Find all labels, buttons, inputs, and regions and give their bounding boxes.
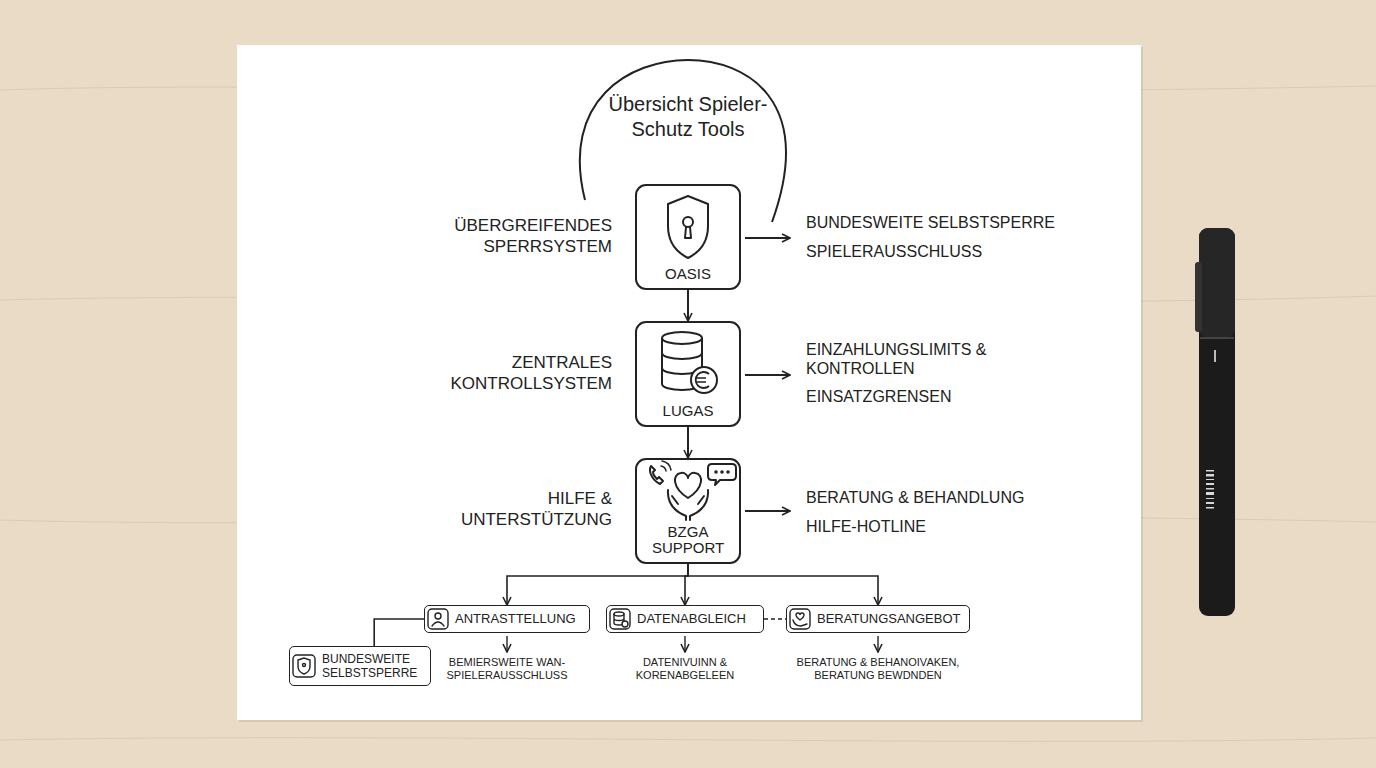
down-arrow	[877, 636, 878, 652]
euro-coin	[691, 367, 717, 393]
pen-body	[1199, 228, 1235, 616]
heart-mini	[796, 613, 804, 620]
process-box: BERATUNGSANGEBOT	[786, 605, 970, 633]
shield-mini	[298, 658, 310, 674]
node-label: BZGA SUPPORT	[643, 524, 733, 556]
annotation-label: HILFE-HOTLINE	[806, 517, 926, 537]
heart	[675, 473, 701, 498]
person-icon	[435, 613, 441, 619]
process-box: ANTRASTTELLUNG	[424, 605, 590, 633]
process-box: BUNDESWEITE SELBSTSPERRE	[289, 646, 431, 686]
node-label: ANTRASTTELLUNG	[455, 612, 576, 626]
pen-barcode	[1206, 470, 1214, 509]
support-icon	[650, 461, 736, 520]
chat-dot	[721, 471, 723, 473]
icon-frame	[428, 609, 448, 629]
barcode-bar	[1206, 474, 1214, 477]
person-icon	[432, 622, 444, 626]
barcode-bar	[1206, 498, 1214, 499]
system-box: OASIS	[635, 184, 741, 290]
phone-waves	[661, 461, 671, 471]
euro-sign	[697, 378, 706, 382]
icon-frame	[293, 655, 315, 677]
chat-dot	[727, 471, 729, 473]
barcode-bar	[1206, 502, 1214, 504]
finger	[672, 496, 704, 504]
connector-arrow	[687, 427, 689, 458]
side-arrow	[745, 510, 790, 512]
diagram-title: Übersicht Spieler-Schutz Tools	[608, 92, 768, 142]
database-mini	[622, 621, 628, 627]
hand-mini	[793, 620, 807, 626]
barcode-bar	[1206, 488, 1214, 490]
system-box: LUGAS	[635, 321, 741, 427]
shield-outline	[668, 196, 708, 258]
annotation-label: SPIELERAUSSCHLUSS	[806, 242, 982, 262]
detail-text: BERATUNG & BEHANOIVAKEN, BERATUNG BEWDND…	[778, 656, 978, 682]
chat-dot	[715, 471, 717, 473]
node-label: BERATUNGSANGEBOT	[817, 612, 961, 626]
pen-clip	[1195, 262, 1202, 332]
database-top	[662, 332, 702, 344]
icon-frame	[790, 609, 810, 629]
pen-cap	[1199, 228, 1235, 338]
euro-sign	[696, 372, 709, 388]
database-band	[662, 353, 702, 359]
keyhole-mini	[303, 664, 306, 667]
process-box: DATENABGLEICH	[606, 605, 764, 633]
annotation-label: BUNDESWEITE SELBSTSPERRE	[806, 213, 1055, 233]
keyhole	[683, 217, 693, 227]
barcode-bar	[1206, 470, 1214, 472]
dashed-connector	[764, 618, 786, 620]
database-mini	[614, 612, 624, 616]
annotation-label: EINSATZGRENSEN	[806, 387, 952, 407]
connector-arrow	[688, 564, 878, 605]
hand	[690, 490, 708, 520]
connectors	[374, 290, 878, 646]
barcode-bar	[1206, 507, 1214, 509]
database-icon	[662, 332, 717, 393]
icon-frame	[610, 609, 630, 629]
system-box: BZGA SUPPORT	[635, 458, 741, 564]
pen	[1195, 228, 1235, 616]
paper-sheet	[237, 45, 1141, 720]
grain-line	[0, 738, 1376, 742]
connector-arrow	[687, 290, 689, 321]
chat-bubble	[708, 464, 736, 485]
keyhole	[685, 227, 691, 238]
annotation-label: BERATUNG & BEHANDLUNG	[806, 488, 1024, 508]
connector-arrow	[507, 564, 688, 605]
node-label: OASIS	[665, 266, 711, 282]
annotation-label: ÜBERGREIFENDES SPERRSYSTEM	[432, 215, 612, 257]
node-label: DATENABGLEICH	[637, 612, 746, 626]
barcode-bar	[1206, 492, 1214, 495]
connector-arrow	[374, 619, 424, 646]
annotation-label: EINZAHLUNGSLIMITS & KONTROLLEN	[806, 340, 1046, 378]
barcode-bar	[1206, 483, 1214, 485]
down-arrows	[507, 636, 878, 652]
down-arrow	[506, 636, 507, 652]
detail-text: BEMIERSWEITE WAN- SPIELERAUSSCHLUSS	[432, 656, 582, 682]
detail-text: DATENIVUINN & KORENABGELEEN	[620, 656, 750, 682]
pen-ring	[1200, 337, 1234, 339]
node-label: LUGAS	[663, 403, 714, 419]
shield-icon	[668, 196, 708, 258]
side-arrow	[745, 374, 790, 376]
barcode-bar	[1206, 479, 1214, 480]
pen-marking	[1214, 350, 1216, 362]
node-label: BUNDESWEITE SELBSTSPERRE	[322, 652, 424, 680]
side-arrow	[745, 237, 790, 239]
hand	[668, 490, 686, 520]
phone	[650, 466, 663, 484]
annotation-label: ZENTRALES KONTROLLSYSTEM	[432, 352, 612, 394]
annotation-label: HILFE & UNTERSTÜTZUNG	[432, 488, 612, 530]
side-arrows	[745, 238, 790, 511]
down-arrow	[684, 636, 685, 652]
